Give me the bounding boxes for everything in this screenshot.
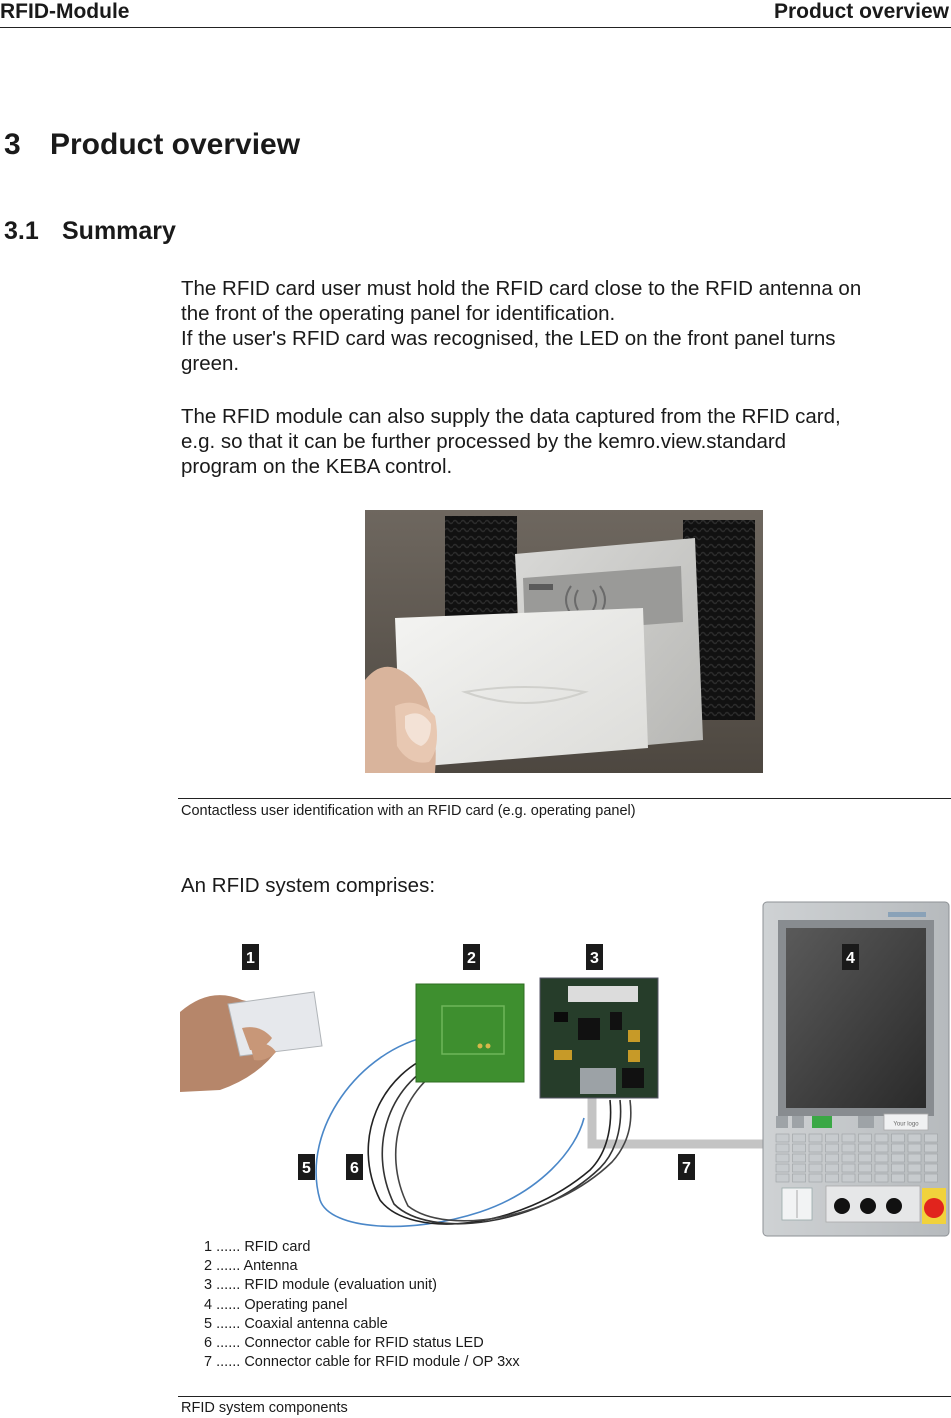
callout-label: 7 xyxy=(682,1160,691,1177)
legend-item: 3 ...... RFID module (evaluation unit) xyxy=(204,1276,520,1295)
legend-text: Operating panel xyxy=(244,1296,348,1313)
header-chapter-title: Product overview xyxy=(773,0,949,23)
component-legend: 1 ...... RFID card 2 ...... Antenna 3 ..… xyxy=(204,1238,520,1372)
caption-rule xyxy=(178,798,951,799)
chapter-number: 3 xyxy=(4,128,21,161)
legend-number: 2 xyxy=(204,1258,213,1275)
callout-2: 2 xyxy=(463,944,480,970)
legend-item: 5 ...... Coaxial antenna cable xyxy=(204,1315,520,1334)
callout-6: 6 xyxy=(346,1154,363,1180)
summary-paragraph-1: The RFID card user must hold the RFID ca… xyxy=(181,276,946,376)
rfid-system-diagram: Your logo 1 2 3 4 5 6 7 xyxy=(180,901,950,1237)
legend-number: 4 xyxy=(204,1296,213,1313)
paragraph-line: the front of the operating panel for ide… xyxy=(181,302,616,325)
chapter-heading: 3 Product overview xyxy=(4,128,300,162)
system-intro: An RFID system comprises: xyxy=(181,874,436,897)
paragraph-line: The RFID module can also supply the data… xyxy=(181,405,841,428)
legend-separator: ...... xyxy=(216,1258,241,1275)
callout-1: 1 xyxy=(242,944,259,970)
callout-label: 5 xyxy=(302,1160,311,1177)
legend-separator: ...... xyxy=(216,1335,241,1352)
legend-separator: ...... xyxy=(216,1315,241,1332)
header-document-title: RFID-Module xyxy=(0,0,130,23)
legend-number: 3 xyxy=(204,1277,213,1294)
caption-rule xyxy=(178,1396,951,1397)
legend-text: Antenna xyxy=(243,1258,298,1275)
legend-number: 5 xyxy=(204,1315,213,1332)
legend-item: 6 ...... Connector cable for RFID status… xyxy=(204,1334,520,1353)
callout-label: 4 xyxy=(846,950,855,967)
legend-text: Connector cable for RFID status LED xyxy=(244,1335,484,1352)
legend-number: 7 xyxy=(204,1354,213,1371)
legend-separator: ...... xyxy=(216,1277,241,1294)
callout-label: 3 xyxy=(590,950,599,967)
paragraph-line: e.g. so that it can be further processed… xyxy=(181,430,787,453)
section-number: 3.1 xyxy=(4,217,39,245)
legend-item: 2 ...... Antenna xyxy=(204,1257,520,1276)
callout-5: 5 xyxy=(298,1154,315,1180)
paragraph-line: If the user's RFID card was recognised, … xyxy=(181,327,836,350)
paragraph-line: green. xyxy=(181,352,240,375)
paragraph-line: program on the KEBA control. xyxy=(181,455,453,478)
legend-number: 1 xyxy=(204,1239,213,1255)
callout-3: 3 xyxy=(586,944,603,970)
figure-caption: Contactless user identification with an … xyxy=(181,803,636,819)
chapter-title: Product overview xyxy=(50,128,301,161)
paragraph-line: The RFID card user must hold the RFID ca… xyxy=(181,277,862,300)
callout-label: 2 xyxy=(467,950,476,967)
legend-item: 4 ...... Operating panel xyxy=(204,1296,520,1315)
callout-label: 1 xyxy=(246,950,255,967)
legend-separator: ...... xyxy=(216,1354,241,1371)
legend-text: RFID card xyxy=(244,1239,311,1255)
legend-text: Coaxial antenna cable xyxy=(244,1315,388,1332)
legend-separator: ...... xyxy=(216,1296,241,1313)
section-title: Summary xyxy=(62,217,176,245)
legend-separator: ...... xyxy=(216,1239,241,1255)
callout-7: 7 xyxy=(678,1154,695,1180)
legend-text: Connector cable for RFID module / OP 3xx xyxy=(244,1354,520,1371)
legend-item: 1 ...... RFID card xyxy=(204,1238,520,1257)
summary-paragraph-2: The RFID module can also supply the data… xyxy=(181,404,946,479)
section-heading: 3.1 Summary xyxy=(4,217,176,246)
figure-caption: RFID system components xyxy=(181,1400,348,1416)
legend-item: 7 ...... Connector cable for RFID module… xyxy=(204,1353,520,1372)
legend-text: RFID module (evaluation unit) xyxy=(244,1277,437,1294)
rfid-card-photo xyxy=(365,510,763,773)
page-header: RFID-Module Product overview xyxy=(0,0,951,28)
callout-4: 4 xyxy=(842,944,859,970)
panel-logo-label: Your logo xyxy=(893,1122,919,1128)
legend-number: 6 xyxy=(204,1335,213,1352)
callout-label: 6 xyxy=(350,1160,359,1177)
